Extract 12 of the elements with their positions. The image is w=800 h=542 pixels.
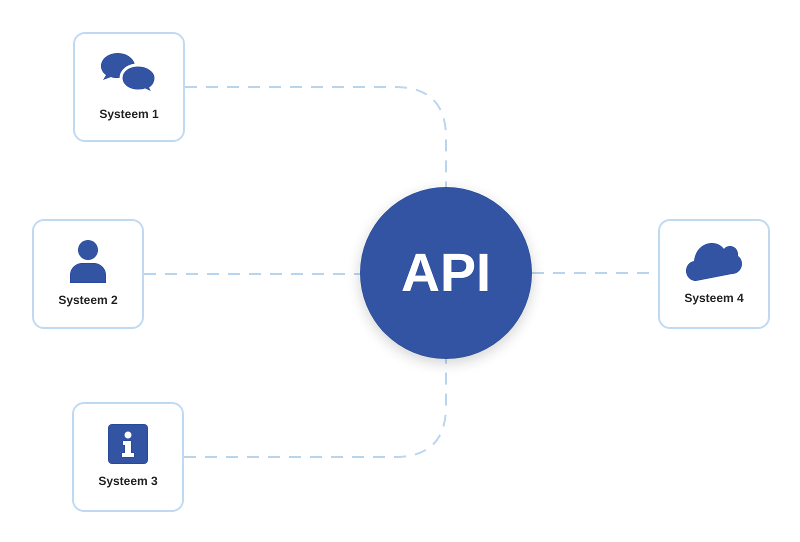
node-label: Systeem 1 bbox=[99, 106, 159, 123]
node-label: API bbox=[400, 246, 492, 300]
system-card bbox=[72, 402, 184, 512]
dashed-connector bbox=[144, 273, 360, 275]
system-card bbox=[32, 219, 144, 329]
node-label: Systeem 3 bbox=[98, 473, 158, 490]
system-card bbox=[73, 32, 185, 142]
dashed-connector bbox=[184, 359, 447, 458]
node-label: Systeem 2 bbox=[58, 292, 118, 309]
node-label: Systeem 4 bbox=[684, 290, 744, 307]
system-card bbox=[658, 219, 770, 329]
dashed-connector bbox=[185, 86, 447, 187]
